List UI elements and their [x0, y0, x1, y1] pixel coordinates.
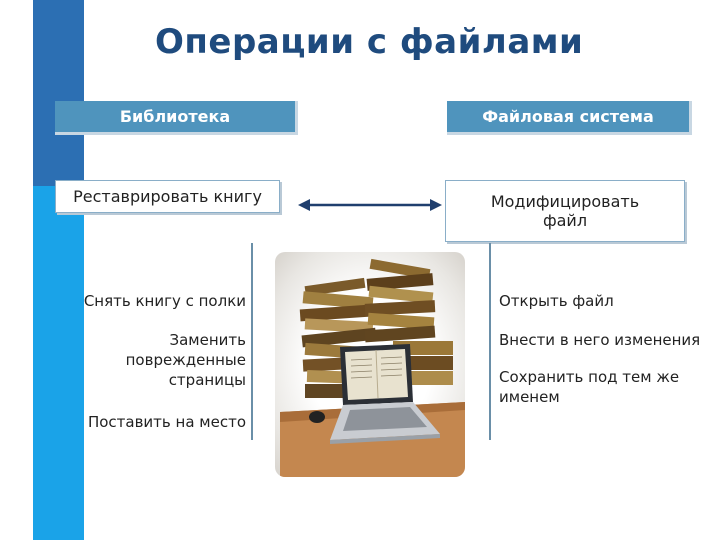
accent-bar-top [33, 0, 84, 186]
left-step-3: Поставить на место [87, 413, 246, 431]
library-header: Библиотека [55, 101, 298, 135]
right-step-2: Внести в него изменения [499, 331, 701, 349]
left-step-1: Снять книгу с полки [83, 292, 246, 310]
right-divider-line [489, 243, 491, 440]
right-step-1: Открыть файл [499, 292, 614, 310]
left-step-2: Заменить поврежденные страницы [125, 331, 246, 389]
accent-bar-bottom [33, 186, 84, 540]
file-system-header: Файловая система [447, 101, 692, 135]
modify-file-box: Модифицировать файл [445, 180, 685, 242]
slide-title: Операции с файлами [155, 22, 584, 62]
laptop-icon [330, 344, 440, 444]
left-divider-line [251, 243, 253, 440]
books-laptop-illustration [275, 252, 465, 477]
restore-book-box: Реставрировать книгу [55, 180, 280, 213]
double-arrow-icon [298, 199, 442, 211]
right-step-3: Сохранить под тем же именем [499, 368, 680, 406]
